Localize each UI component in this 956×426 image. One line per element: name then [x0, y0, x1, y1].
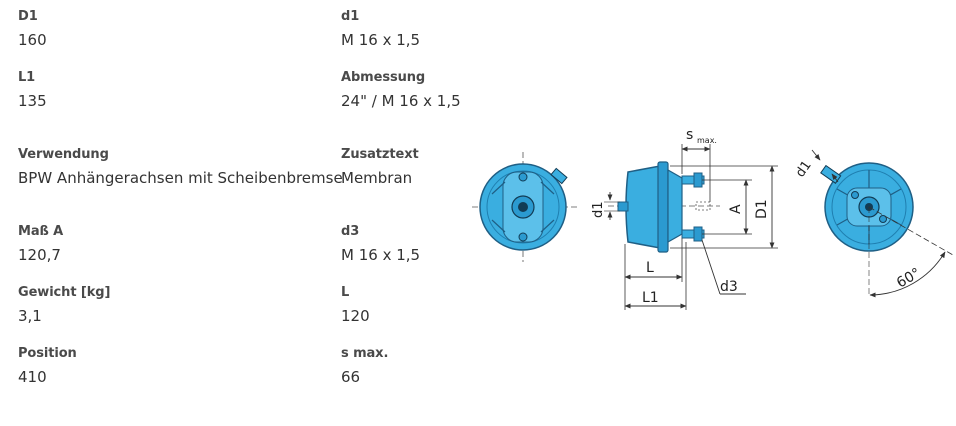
dim-s-sub-label: max. — [697, 136, 717, 145]
spec-abmessung: Abmessung 24" / M 16 x 1,5 — [341, 70, 461, 111]
spec-s-max: s max. 66 — [341, 346, 388, 387]
spec-label: Verwendung — [18, 147, 109, 162]
spec-value: 120 — [341, 307, 370, 325]
spec-value: M 16 x 1,5 — [341, 31, 421, 49]
dim-s-label: s — [686, 127, 693, 143]
spec-verwendung: Verwendung BPW Anhängerachsen mit Scheib… — [18, 147, 343, 188]
spec-l: L 120 — [341, 285, 370, 326]
spec-d1-thread: d1 M 16 x 1,5 — [341, 9, 420, 50]
spec-zusatztext: Zusatztext Membran — [341, 147, 419, 188]
spec-mass-a: Maß A 120,7 — [18, 224, 63, 265]
spec-label: d1 — [341, 9, 360, 24]
spec-gewicht: Gewicht [kg] 3,1 — [18, 285, 110, 326]
spec-d1-outer: D1 160 — [18, 9, 47, 50]
spec-label: L1 — [18, 70, 36, 85]
spec-label: D1 — [18, 9, 38, 24]
spec-d3: d3 M 16 x 1,5 — [341, 224, 420, 265]
front-view-left — [472, 152, 580, 262]
dim-d3-label: d3 — [720, 279, 738, 295]
dim-angle-label: 60° — [894, 265, 924, 291]
dim-d1-small-label: d1 — [591, 201, 606, 218]
spec-label: Position — [18, 346, 77, 361]
spec-label: d3 — [341, 224, 360, 239]
spec-value: 135 — [18, 92, 47, 110]
dim-a-label: A — [728, 204, 744, 214]
dim-d1-right-label: d1 — [793, 158, 815, 180]
spec-value: M 16 x 1,5 — [341, 246, 421, 264]
spec-label: L — [341, 285, 350, 300]
spec-value: 160 — [18, 31, 47, 49]
spec-value: Membran — [341, 169, 413, 187]
spec-label: Gewicht [kg] — [18, 285, 111, 300]
spec-value: 66 — [341, 368, 361, 386]
spec-value: 120,7 — [18, 246, 61, 264]
side-view: s max. A D1 d1 L L1 d3 — [591, 127, 778, 310]
spec-label: Zusatztext — [341, 147, 419, 162]
dim-l1-label: L1 — [642, 290, 659, 306]
dim-l-label: L — [646, 260, 654, 276]
rear-view-right: d1 60° — [793, 149, 954, 298]
brake-chamber-drawing: s max. A D1 d1 L L1 d3 — [472, 127, 954, 310]
spec-label: Abmessung — [341, 70, 426, 85]
spec-value: 3,1 — [18, 307, 42, 325]
spec-value: BPW Anhängerachsen mit Scheibenbremse — [18, 169, 343, 187]
spec-l1: L1 135 — [18, 70, 47, 111]
spec-label: s max. — [341, 346, 389, 361]
spec-label: Maß A — [18, 224, 64, 239]
spec-position: Position 410 — [18, 346, 77, 387]
spec-value: 24" / M 16 x 1,5 — [341, 92, 461, 110]
dim-d1-big-label: D1 — [754, 199, 770, 219]
spec-value: 410 — [18, 368, 47, 386]
